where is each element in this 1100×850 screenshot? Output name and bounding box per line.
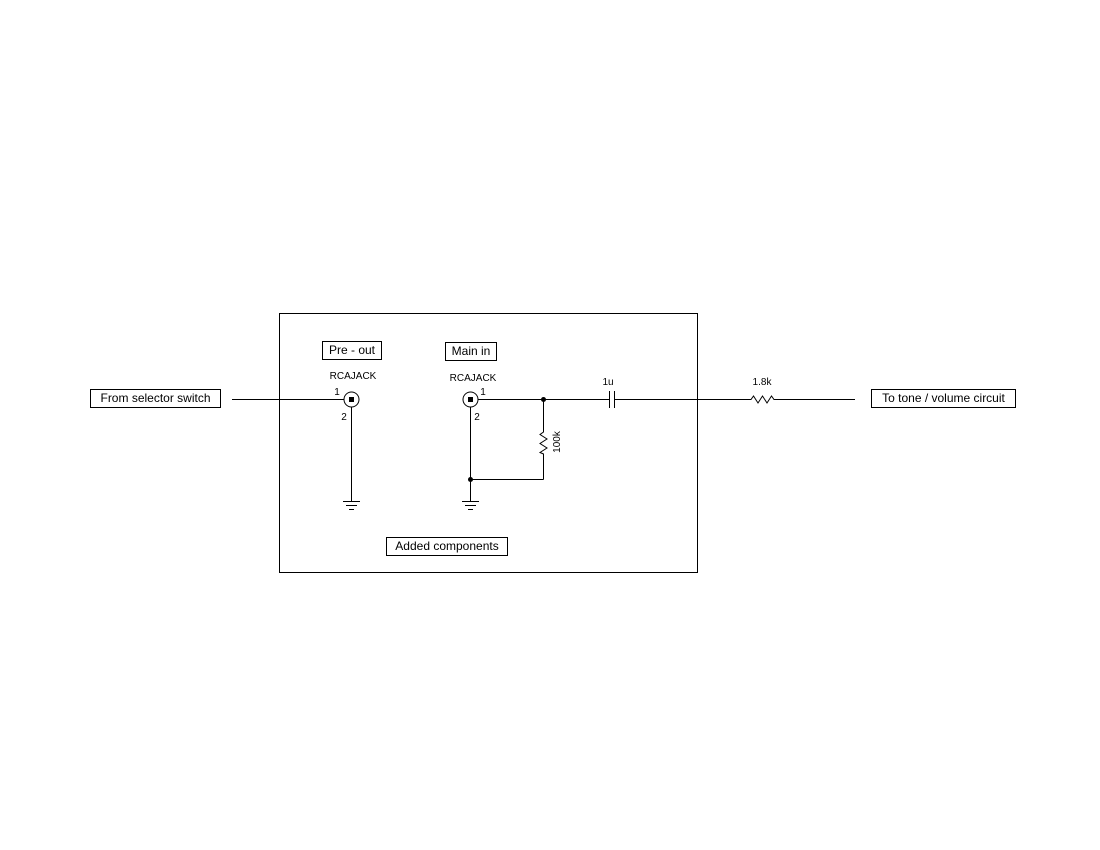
ground-icon bbox=[343, 501, 360, 510]
ground-icon bbox=[462, 501, 479, 510]
resistor-1-8k: 1.8k bbox=[748, 377, 776, 404]
input-label-text: From selector switch bbox=[100, 391, 210, 405]
preout-jack: Pre - out RCAJACK 1 2 bbox=[322, 341, 382, 423]
resistor-1-8k-value: 1.8k bbox=[753, 377, 773, 388]
junction-dot bbox=[541, 397, 546, 402]
output-label: To tone / volume circuit bbox=[871, 389, 1016, 408]
preout-jack-title: Pre - out bbox=[329, 343, 376, 357]
capacitor-1u: 1u bbox=[602, 377, 615, 408]
preout-jack-part: RCAJACK bbox=[330, 371, 377, 382]
preout-jack-pin1: 1 bbox=[334, 387, 340, 398]
added-components-label: Added components bbox=[386, 537, 508, 556]
mainin-jack-pin2: 2 bbox=[474, 412, 480, 423]
resistor-100k-value: 100k bbox=[552, 430, 563, 453]
mainin-jack-title: Main in bbox=[452, 344, 491, 358]
output-label-text: To tone / volume circuit bbox=[882, 391, 1005, 405]
capacitor-1u-value: 1u bbox=[602, 377, 613, 388]
mainin-jack-pin1: 1 bbox=[480, 387, 486, 398]
input-label: From selector switch bbox=[90, 389, 221, 408]
preout-jack-pin2: 2 bbox=[341, 412, 347, 423]
mainin-jack: Main in RCAJACK 1 2 bbox=[445, 342, 497, 423]
added-components-frame bbox=[279, 313, 698, 573]
added-components-label-text: Added components bbox=[395, 539, 498, 553]
junction-dot bbox=[468, 477, 473, 482]
resistor-100k: 100k bbox=[538, 428, 563, 456]
mainin-jack-part: RCAJACK bbox=[450, 373, 497, 384]
